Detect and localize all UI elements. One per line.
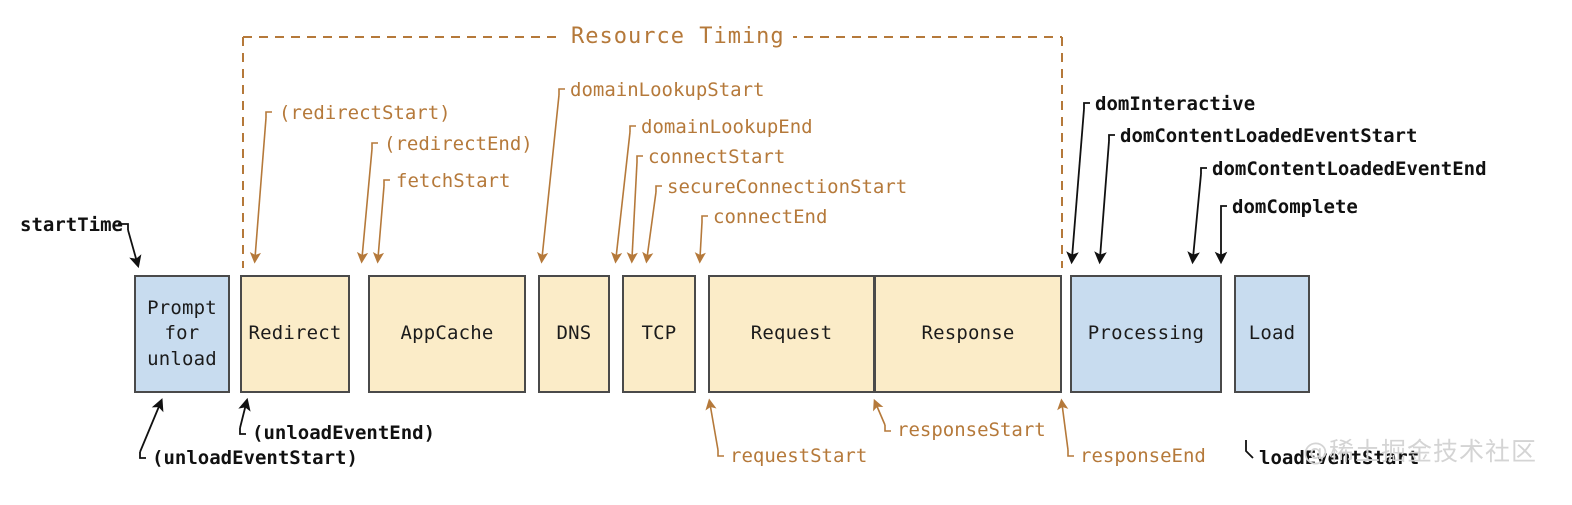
label-unload-event-end: (unloadEventEnd) — [252, 422, 436, 444]
label-dom-content-loaded-event-start: domContentLoadedEventStart — [1120, 125, 1418, 147]
phase-box-prompt-for-unload[interactable]: Prompt for unload — [134, 275, 230, 393]
label-request-start: requestStart — [730, 445, 868, 467]
phase-box-redirect[interactable]: Redirect — [240, 275, 350, 393]
phase-label-request: Request — [750, 322, 833, 345]
phase-box-load[interactable]: Load — [1234, 275, 1310, 393]
label-dom-complete: domComplete — [1232, 196, 1358, 218]
connector-fetch-start — [372, 179, 390, 264]
phase-label-dns: DNS — [556, 322, 592, 345]
label-secure-connection-start: secureConnectionStart — [667, 176, 908, 198]
phase-box-processing[interactable]: Processing — [1070, 275, 1222, 393]
watermark: @稀土掘金技术社区 — [1303, 437, 1538, 466]
label-unload-event-start: (unloadEventStart) — [152, 447, 358, 469]
phase-label-response: Response — [921, 322, 1015, 345]
connector-unload-event-start — [139, 398, 164, 459]
phase-label-load: Load — [1248, 322, 1296, 345]
connector-dom-complete — [1214, 205, 1228, 265]
resource-timing-dashed-region — [242, 36, 1063, 268]
phase-label-tcp: TCP — [641, 322, 677, 345]
phase-label-appcache: AppCache — [400, 322, 494, 345]
connector-redirect-start — [249, 111, 272, 264]
connector-response-end — [1057, 398, 1074, 457]
connector-load-event-start — [1245, 440, 1254, 459]
label-domain-lookup-start: domainLookupStart — [570, 79, 765, 101]
connector-connect-start — [626, 155, 643, 264]
label-fetch-start: fetchStart — [396, 170, 511, 192]
label-domain-lookup-end: domainLookupEnd — [641, 116, 813, 138]
label-redirect-end: (redirectEnd) — [384, 133, 533, 155]
label-response-start: responseStart — [897, 419, 1046, 441]
connector-response-start — [873, 398, 891, 432]
connector-unload-event-end — [238, 397, 251, 435]
phase-box-dns[interactable]: DNS — [538, 275, 610, 393]
label-dom-content-loaded-event-end: domContentLoadedEventEnd — [1212, 158, 1487, 180]
connector-dom-interactive — [1066, 102, 1090, 265]
connector-request-start — [705, 398, 724, 457]
connector-secure-connection-start — [642, 185, 662, 264]
connector-domain-lookup-start — [537, 88, 565, 264]
resource-timing-title: Resource Timing — [563, 26, 793, 48]
phase-label-processing: Processing — [1087, 322, 1205, 345]
phase-label-redirect: Redirect — [248, 322, 342, 345]
phase-box-request[interactable]: Request — [708, 275, 875, 393]
connector-start-time — [118, 223, 142, 269]
label-response-end: responseEnd — [1080, 445, 1206, 467]
label-load-event-start: loadEventStart — [1259, 447, 1420, 469]
label-connect-end: connectEnd — [713, 206, 828, 228]
phase-label-prompt-for-unload: Prompt for unload — [147, 296, 217, 370]
phase-box-appcache[interactable]: AppCache — [368, 275, 526, 393]
connector-dom-content-loaded-event-start — [1094, 134, 1115, 265]
phase-box-tcp[interactable]: TCP — [622, 275, 696, 393]
connector-redirect-end — [356, 142, 378, 264]
connector-domain-lookup-end — [611, 125, 636, 264]
connector-connect-end — [694, 215, 708, 264]
phase-box-response[interactable]: Response — [874, 275, 1062, 393]
connector-dom-content-loaded-event-end — [1187, 167, 1207, 265]
label-connect-start: connectStart — [648, 146, 786, 168]
label-start-time: startTime — [20, 214, 123, 236]
label-redirect-start: (redirectStart) — [279, 102, 451, 124]
label-dom-interactive: domInteractive — [1095, 93, 1256, 115]
